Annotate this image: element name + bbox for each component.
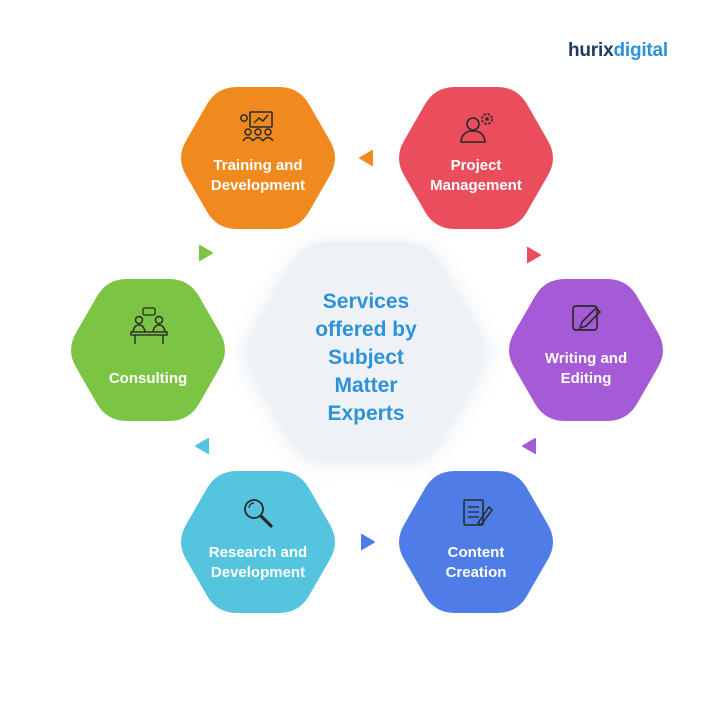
service-label-line: Development xyxy=(211,564,305,581)
service-label-line: Project xyxy=(451,157,502,174)
center-hexagon-shape xyxy=(247,242,485,458)
service-hexagon-shape xyxy=(399,471,553,613)
connector-arrow-icon xyxy=(195,438,210,454)
document-pen-icon xyxy=(463,499,493,527)
service-label-line: Editing xyxy=(561,370,612,387)
service-label-line: Consulting xyxy=(109,370,187,387)
connector-arrow-icon xyxy=(360,534,375,550)
center-title-line: Matter xyxy=(334,374,397,397)
brand-logo: hurixdigital xyxy=(568,40,668,62)
service-label-line: Creation xyxy=(446,564,507,581)
magnifier-icon xyxy=(244,499,273,528)
center-title-line: Experts xyxy=(327,402,404,425)
service-label-line: Management xyxy=(430,177,522,194)
service-hexagon-shape xyxy=(399,87,553,229)
service-hexagon-shape xyxy=(181,87,335,229)
logo-part-2: digital xyxy=(613,40,668,61)
presentation-icon xyxy=(240,111,274,142)
logo-part-1: hurix xyxy=(568,40,614,61)
service-label-line: Research and xyxy=(209,544,307,561)
service-hexagon-shape xyxy=(181,471,335,613)
connector-arrow-icon xyxy=(198,245,213,261)
service-hexagon-shape xyxy=(71,279,225,421)
service-label-line: Content xyxy=(448,544,505,561)
center-title-line: offered by xyxy=(315,318,417,341)
center-title-line: Subject xyxy=(328,346,404,369)
consulting-desk-icon xyxy=(130,307,168,344)
edit-pencil-icon xyxy=(572,305,602,331)
service-label-line: Development xyxy=(211,177,305,194)
service-hexagon: Consulting xyxy=(71,279,225,421)
manager-gear-icon xyxy=(460,113,493,143)
service-label-line: Training and xyxy=(213,157,302,174)
service-hexagon-shape xyxy=(509,279,663,421)
service-label-line: Writing and xyxy=(545,350,627,367)
connector-arrow-icon xyxy=(522,438,537,454)
connector-arrow-icon xyxy=(359,150,374,166)
connector-arrow-icon xyxy=(526,247,541,263)
connector-arrows xyxy=(195,150,541,550)
center-title-line: Services xyxy=(323,290,409,313)
service-label: Consulting xyxy=(109,370,187,387)
